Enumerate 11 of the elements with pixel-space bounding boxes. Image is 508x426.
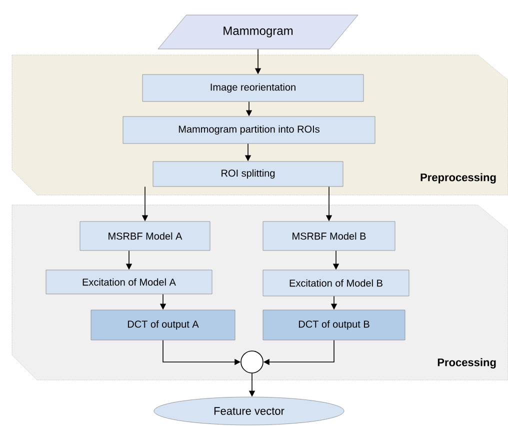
process-box: MSRBF Model B [262,221,396,251]
process-box: Excitation of Model A [46,270,212,294]
process-box: DCT of output A [90,310,236,340]
process-box: ROI splitting [152,161,344,187]
process-box: Image reorientation [142,74,364,102]
junction-circle [240,350,264,374]
process-box: MSRBF Model A [80,221,210,251]
process-box: DCT of output B [262,310,406,340]
process-box: Excitation of Model B [262,270,410,296]
input-parallelogram: Mammogram [158,14,358,50]
process-box: Mammogram partition into ROIs [122,116,376,144]
